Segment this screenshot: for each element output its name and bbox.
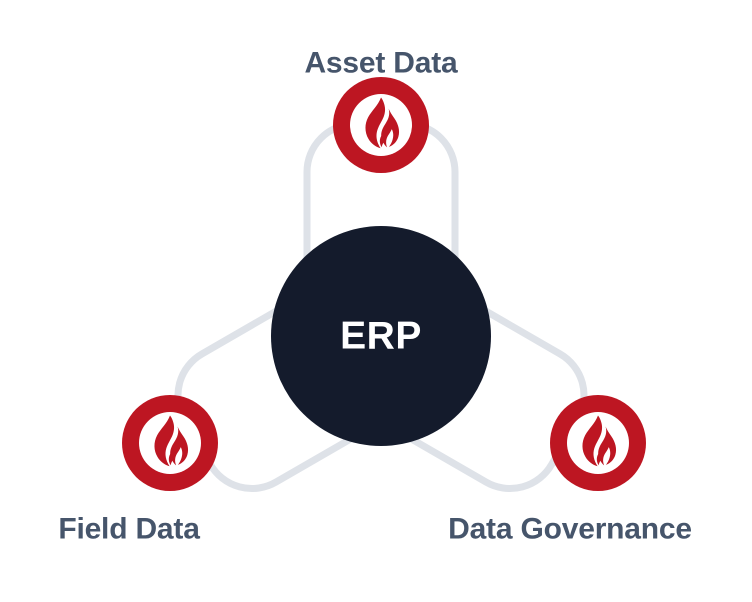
hub-circle: [271, 226, 491, 446]
hub-label: ERP: [340, 315, 422, 358]
node-asset-data[interactable]: Asset Data: [304, 47, 458, 174]
node-label-asset-data: Asset Data: [304, 47, 458, 80]
node-label-data-governance: Data Governance: [448, 513, 692, 546]
node-data-governance[interactable]: Data Governance: [448, 395, 692, 546]
node-field-data[interactable]: Field Data: [58, 395, 218, 546]
node-label-field-data: Field Data: [58, 513, 200, 546]
hub-node[interactable]: ERP: [271, 226, 491, 446]
